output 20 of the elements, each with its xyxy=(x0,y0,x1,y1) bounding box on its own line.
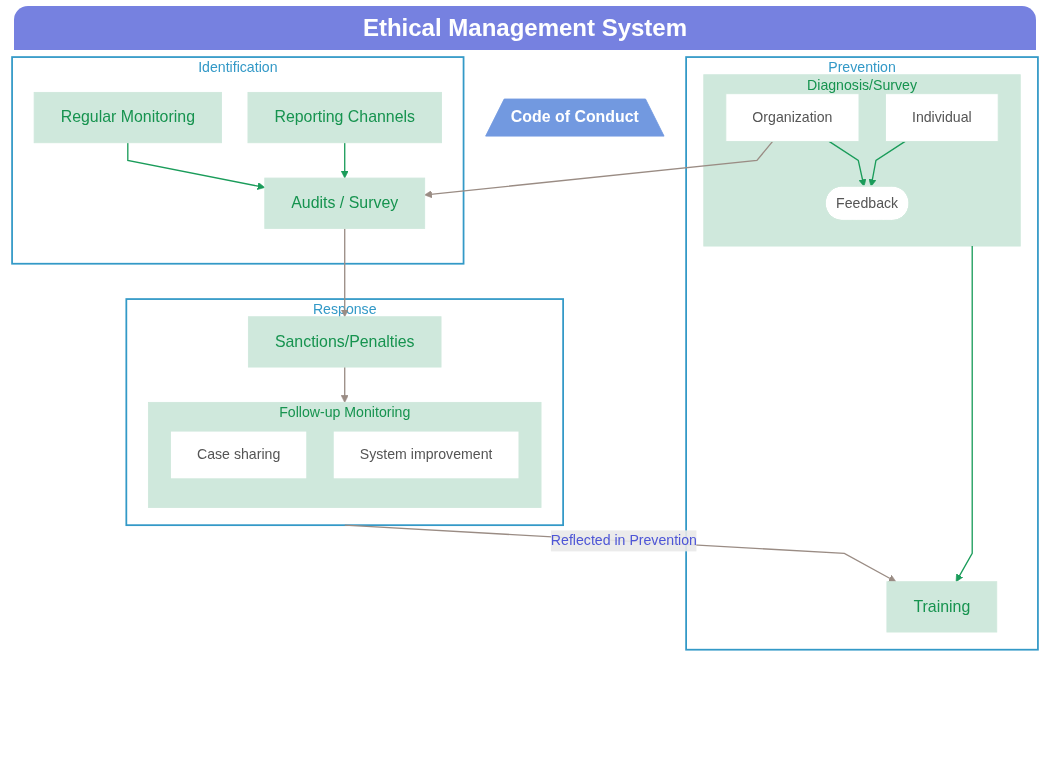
arrow xyxy=(340,142,349,179)
node-box: Individual xyxy=(885,93,999,142)
node-box: Audits / Survey xyxy=(264,177,426,229)
arrow xyxy=(868,140,906,187)
node-box: Organization xyxy=(725,93,860,142)
arrow xyxy=(424,140,774,199)
node-box: Regular Monitoring xyxy=(33,91,222,144)
edge-label: Reflected in Prevention xyxy=(550,533,697,549)
node-box: Reporting Channels xyxy=(247,91,442,144)
arrow xyxy=(340,366,349,403)
diagram-title: Ethical Management System xyxy=(14,6,1036,50)
arrow xyxy=(340,227,349,318)
arrow xyxy=(127,142,266,190)
arrow xyxy=(828,140,867,187)
arrow xyxy=(955,245,973,583)
node-box: Sanctions/Penalties xyxy=(247,316,442,368)
node-box: System improvement xyxy=(332,430,520,480)
node-box: Case sharing xyxy=(170,430,308,480)
arrow xyxy=(344,524,897,583)
node-box: Training xyxy=(886,581,998,633)
